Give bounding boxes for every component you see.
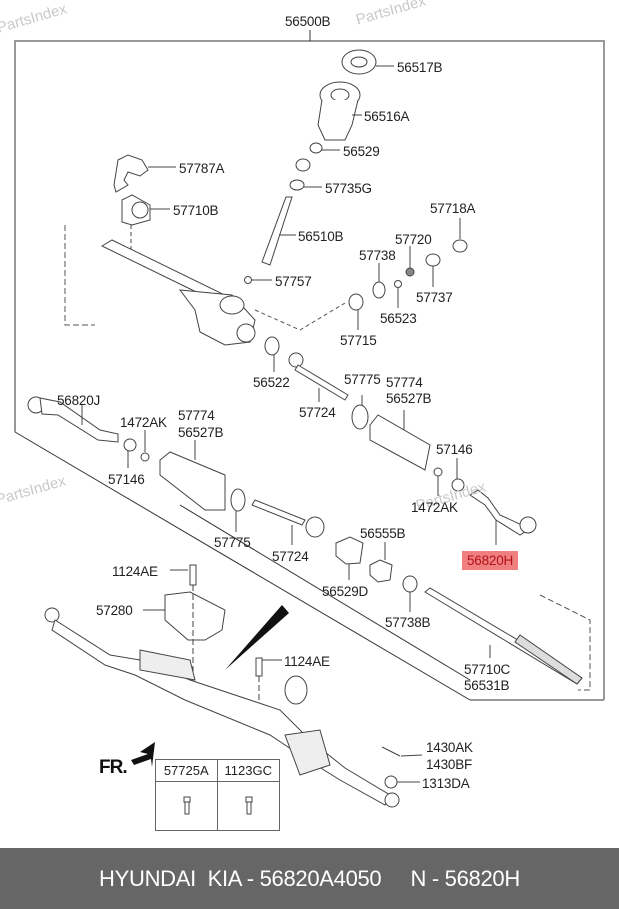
- footer-oem-number: N - 56820H: [410, 865, 520, 891]
- part-1430AK-cotter-pin: [381, 746, 423, 757]
- part-label-57146-left[interactable]: 57146: [108, 472, 145, 487]
- part-56516A-housing: [317, 81, 362, 141]
- part-label-57774-left[interactable]: 57774: [178, 408, 215, 423]
- part-56527B-boot-top: [369, 410, 431, 471]
- part-1313DA-castle-nut: [384, 775, 420, 789]
- part-label-57710C[interactable]: 57710C: [464, 662, 511, 677]
- part-label-57757[interactable]: 57757: [275, 274, 312, 289]
- part-57724-inner-tie-rod-top: [288, 352, 349, 402]
- part-label-1313DA[interactable]: 1313DA: [422, 776, 470, 791]
- part-label-1472AK-right[interactable]: 1472AK: [411, 500, 458, 515]
- part-56529-seal: [309, 142, 340, 154]
- part-label-57775-top[interactable]: 57775: [344, 372, 381, 387]
- part-56522-seal: [264, 336, 280, 372]
- part-56529D-bush: [335, 536, 364, 580]
- part-label-1472AK-left[interactable]: 1472AK: [120, 415, 167, 430]
- part-56820J-tie-rod-end: [27, 396, 119, 443]
- part-label-57775-bottom[interactable]: 57775: [214, 535, 251, 550]
- assembly-frame: [14, 40, 605, 700]
- part-57724-inner-tie-rod-bottom: [251, 499, 325, 545]
- part-label-57718A[interactable]: 57718A: [430, 201, 476, 216]
- footer-brand-part-number: HYUNDAI KIA - 56820A4050: [99, 865, 382, 891]
- part-label-56523[interactable]: 56523: [380, 311, 417, 326]
- front-arrow-icon: [131, 742, 155, 767]
- bolt-table-cell: [156, 782, 218, 830]
- part-label-1430BF[interactable]: 1430BF: [426, 757, 473, 772]
- part-label-57280[interactable]: 57280: [96, 603, 133, 618]
- part-label-57787A[interactable]: 57787A: [179, 161, 225, 176]
- rack-housing-upper: [100, 239, 256, 346]
- part-label-57710B[interactable]: 57710B: [173, 203, 219, 218]
- bolt-table-header[interactable]: 57725A: [156, 760, 218, 782]
- part-label-57724-top[interactable]: 57724: [299, 405, 336, 420]
- assembly-arrow: [225, 605, 289, 670]
- part-1472AK-clip-left: [140, 430, 150, 462]
- front-marker: FR.: [99, 757, 128, 778]
- part-56523-nut: [394, 280, 402, 308]
- part-57718A-nut: [452, 218, 468, 253]
- part-label-56527B-left[interactable]: 56527B: [178, 425, 224, 440]
- part-1472AK-clip-right: [433, 467, 443, 496]
- part-57146-nut-left: [123, 438, 137, 468]
- footer-bar: HYUNDAI KIA - 56820A4050 N - 56820H: [0, 848, 619, 909]
- part-label-57724-bottom[interactable]: 57724: [272, 549, 309, 564]
- part-57280-cover: [143, 591, 226, 641]
- part-label-57774-top[interactable]: 57774: [386, 375, 423, 390]
- part-label-57735G[interactable]: 57735G: [325, 181, 372, 196]
- part-56517B-cap: [341, 49, 394, 75]
- part-57710B-bush: [121, 194, 170, 255]
- assembly-label: 56500B: [285, 14, 331, 29]
- part-label-57738B[interactable]: 57738B: [385, 615, 431, 630]
- part-label-1124AE-top[interactable]: 1124AE: [112, 564, 158, 579]
- bolt-table-header[interactable]: 1123GC: [217, 760, 279, 782]
- part-56527B-boot-left: [159, 440, 226, 511]
- part-label-56510B[interactable]: 56510B: [298, 229, 344, 244]
- part-label-57720[interactable]: 57720: [395, 232, 432, 247]
- part-57146-nut-right: [451, 458, 465, 492]
- part-label-1124AE-mid[interactable]: 1124AE: [284, 654, 330, 669]
- part-label-56529D[interactable]: 56529D: [322, 584, 369, 599]
- part-57757-plug: [244, 276, 272, 284]
- bolt-icon-57725A: [183, 796, 191, 815]
- part-label-57715[interactable]: 57715: [340, 333, 377, 348]
- part-label-56820J[interactable]: 56820J: [57, 393, 101, 408]
- rack-assembly-lower: [44, 607, 400, 808]
- part-57738B-ring: [402, 575, 418, 612]
- part-label-57146-right[interactable]: 57146: [436, 442, 473, 457]
- part-label-57737[interactable]: 57737: [416, 290, 453, 305]
- part-bearing: [289, 158, 322, 191]
- part-label-1430AK[interactable]: 1430AK: [426, 740, 473, 755]
- part-label-56516A[interactable]: 56516A: [364, 109, 410, 124]
- part-57738-ring: [372, 263, 386, 299]
- part-56510B-pinion: [261, 196, 296, 266]
- parts-diagram: PartsIndex PartsIndex PartsIndex PartsIn…: [0, 0, 605, 831]
- bolt-table-cell: [218, 782, 280, 830]
- part-57775-clip-bottom: [230, 488, 246, 532]
- part-57775-clip-top: [351, 395, 369, 430]
- part-label-56820H-highlighted[interactable]: 56820H: [462, 551, 519, 570]
- part-label-56527B-top[interactable]: 56527B: [386, 391, 432, 406]
- part-56555B-bush: [369, 542, 393, 583]
- bolt-table: 57725A 1123GC: [155, 759, 280, 831]
- part-57787A-clamp: [113, 154, 176, 193]
- part-57737-plug: [425, 253, 441, 287]
- bolt-icon-1123GC: [245, 796, 253, 815]
- part-label-57738[interactable]: 57738: [359, 248, 396, 263]
- part-label-56522[interactable]: 56522: [253, 375, 290, 390]
- part-label-56529[interactable]: 56529: [343, 144, 380, 159]
- part-label-56555B[interactable]: 56555B: [360, 526, 406, 541]
- part-57720-spring: [405, 246, 415, 277]
- part-57715-yoke: [348, 293, 364, 330]
- part-label-56517B[interactable]: 56517B: [397, 60, 443, 75]
- part-57710C-rack-bar: [424, 587, 583, 685]
- part-56820H-tie-rod-end: [469, 489, 537, 545]
- part-label-56531B[interactable]: 56531B: [464, 678, 510, 693]
- diagram-drawing: [14, 30, 605, 815]
